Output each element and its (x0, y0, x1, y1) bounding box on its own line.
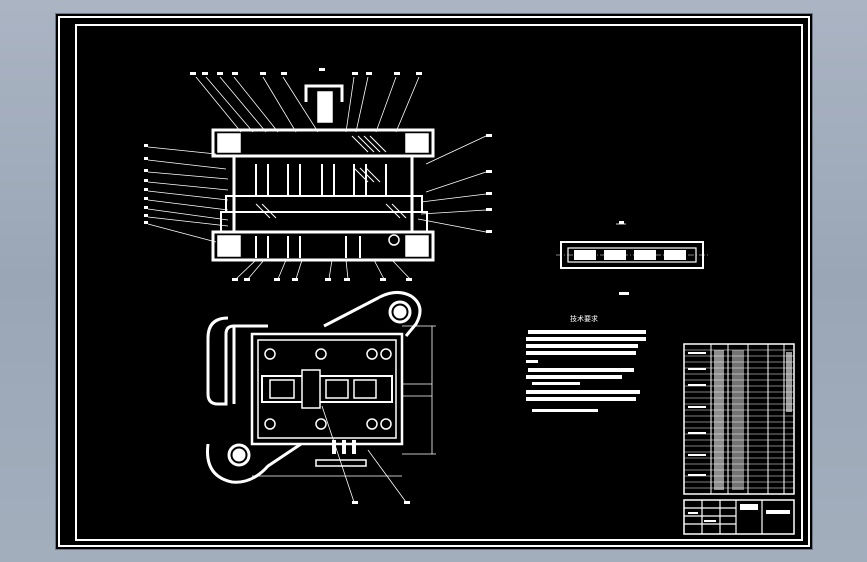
leader-lines-bottom (235, 259, 411, 280)
callout-marks (144, 68, 492, 281)
parts-list-text (688, 350, 792, 490)
parts-list-table (683, 343, 795, 495)
inner-frame (75, 24, 803, 541)
tech-notes-title: 技术要求 (570, 315, 598, 323)
outer-frame (58, 16, 810, 547)
tech-notes-lines (526, 330, 646, 412)
leader-lines-top (195, 76, 420, 133)
die-plan-view (206, 291, 436, 504)
title-block (683, 499, 795, 535)
strip-layout-view (556, 221, 708, 295)
parts-list-rows (684, 349, 794, 489)
die-section-view (211, 84, 435, 262)
drawing-viewport[interactable]: 技术要求 (56, 14, 812, 549)
leader-lines-left (147, 146, 229, 243)
cad-drawing-sheet (58, 16, 810, 547)
leader-lines-right (417, 135, 487, 233)
